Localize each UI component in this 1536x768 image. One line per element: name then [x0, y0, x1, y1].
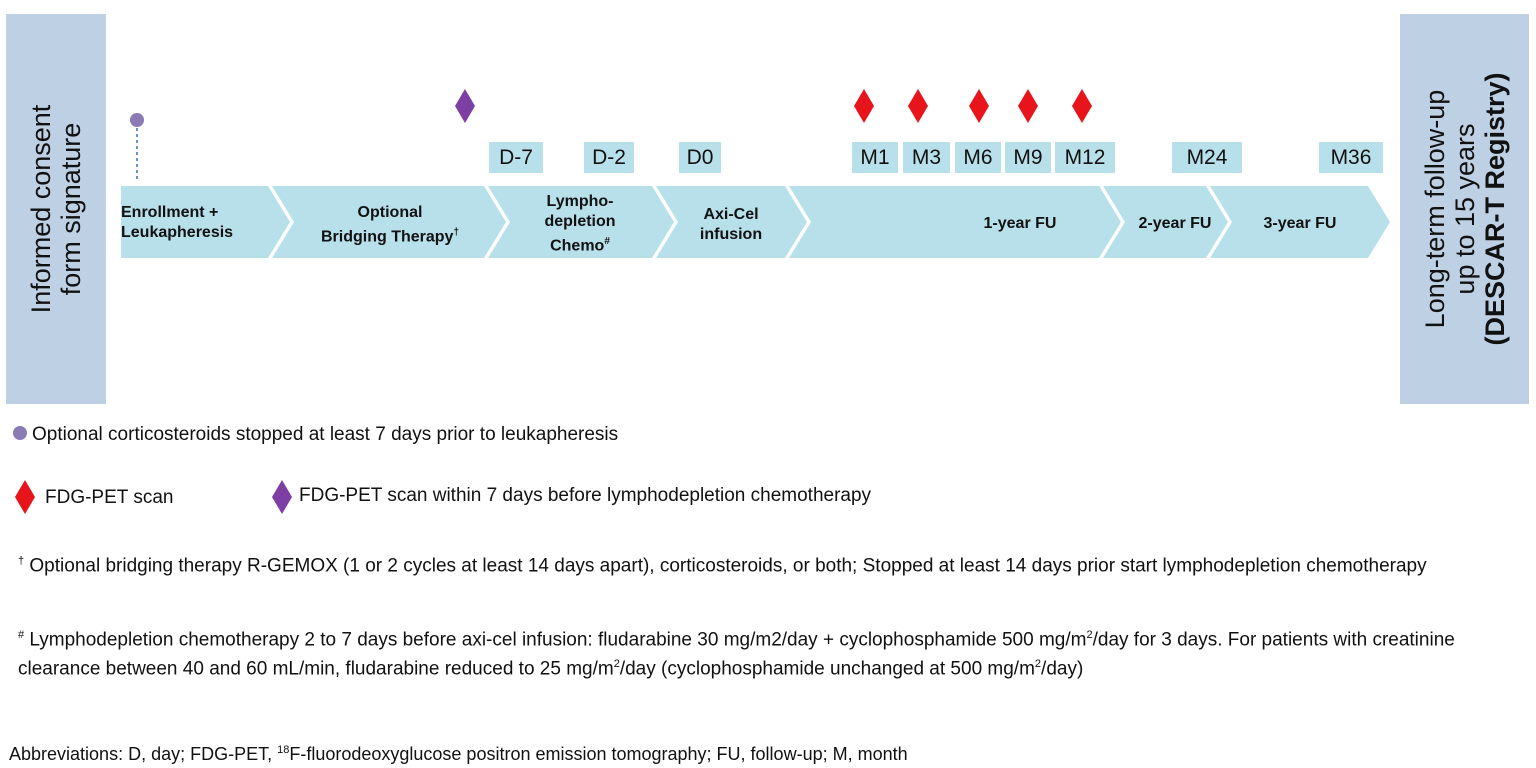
legend-corticosteroids-text: Optional corticosteroids stopped at leas…: [32, 424, 619, 445]
timepoint-m3: M3: [903, 142, 950, 173]
phase-arrow-fu3: [1210, 186, 1390, 258]
phase-arrow-lymphodepletion: [488, 186, 674, 258]
informed-consent-box: Informed consent form signature: [6, 14, 106, 404]
timepoint-m36: M36: [1319, 142, 1383, 173]
corticosteroid-marker: [130, 113, 144, 127]
timepoint-m24: M24: [1172, 142, 1242, 173]
phase-label-lymphodepletion: Lympho- depletion Chemo#: [544, 193, 616, 255]
phase-arrow-fu1: [789, 186, 1121, 258]
timepoint-d-7: D-7: [489, 142, 543, 173]
phase-arrow-fu2: [1103, 186, 1228, 258]
pet-scan-diamond-m12: [1072, 89, 1092, 123]
timepoint-m6: M6: [955, 142, 1001, 173]
timepoint-d-2: D-2: [584, 142, 634, 173]
timepoint-d0: D0: [679, 142, 721, 173]
pet-scan-diamond-m6: [969, 89, 989, 123]
timepoint-m12: M12: [1055, 142, 1115, 173]
phase-arrow-bridging: [272, 186, 506, 258]
phase-label-axicel: Axi-Cel infusion: [699, 206, 763, 243]
legend-circle-icon: [13, 426, 27, 440]
pet-scan-diamond-m3: [908, 89, 928, 123]
pet-before-lymphodepletion-diamond: [455, 89, 475, 123]
phase-label-fu3: 3-year FU: [1263, 215, 1337, 232]
phase-label-bridging: Optional Bridging Therapy†: [320, 204, 459, 246]
phase-arrows: [121, 186, 1390, 258]
legend-pet-before-lymphodepletion-text: FDG-PET scan within 7 days before lympho…: [299, 485, 872, 506]
pet-scan-diamonds: [854, 89, 1092, 123]
phase-arrow-axicel: [656, 186, 807, 258]
legend-purple-diamond-icon: [272, 480, 292, 514]
timepoint-m9: M9: [1005, 142, 1051, 173]
legend-pet-scan-text: FDG-PET scan: [45, 487, 174, 508]
phase-label-fu2: 2-year FU: [1138, 215, 1212, 232]
phase-arrow-enrollment: [121, 186, 290, 258]
footnote-abbreviations: Abbreviations: D, day; FDG-PET, 18F-fluo…: [9, 744, 908, 764]
phase-label-fu1: 1-year FU: [983, 215, 1057, 232]
legend-red-diamond-icon: [15, 480, 35, 514]
footnote-bridging-therapy: † Optional bridging therapy R-GEMOX (1 o…: [18, 555, 1427, 577]
phase-label-enrollment: Enrollment + Leukapheresis: [121, 204, 234, 241]
timepoint-m1: M1: [852, 142, 898, 173]
long-term-followup-box: Long-term follow-up up to 15 years (DESC…: [1400, 14, 1529, 404]
footnote-lymphodepletion: # Lymphodepletion chemotherapy 2 to 7 da…: [18, 629, 1455, 680]
pet-scan-diamond-m9: [1018, 89, 1038, 123]
pet-scan-diamond-m1: [854, 89, 874, 123]
